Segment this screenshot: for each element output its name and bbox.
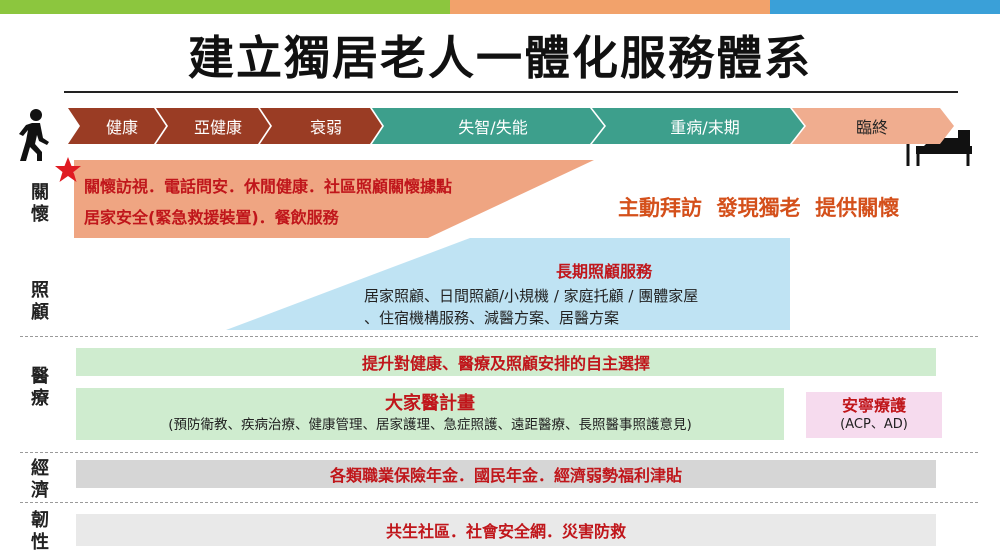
care-line-2: 居家安全(緊急救援裝置)．餐飲服務 (84, 208, 339, 227)
separator-3 (20, 502, 978, 503)
resilience-text: 共生社區．社會安全網．災害防救 (385, 522, 626, 541)
longterm-title: 長期照顧服務 (556, 262, 653, 281)
hospice-detail: (ACP、AD) (840, 417, 908, 432)
medical-choice-text: 提升對健康、醫療及照顧安排的自主選擇 (361, 354, 650, 373)
longterm-line-1: 居家照顧、日間照顧/小規機 / 家庭托顧 / 團體家屋 (364, 287, 699, 305)
stage-arrow-5 (592, 108, 804, 144)
stage-arrow-6 (792, 108, 954, 144)
stage-label-5: 重病/末期 (670, 118, 740, 137)
stage-label-1: 健康 (105, 118, 138, 137)
stage-arrow-2 (156, 108, 270, 144)
family-doctor-plan-box: 大家醫計畫 (預防衛教、疾病治療、健康管理、居家護理、急症照護、遠距醫療、長照醫… (76, 388, 784, 440)
row-label-care: 關懷 (31, 182, 49, 225)
stage-arrow-3 (260, 108, 382, 144)
walking-person-icon (19, 109, 49, 161)
top-strip-blue (770, 0, 1000, 14)
separator-2 (20, 452, 978, 453)
top-strip-orange (450, 0, 770, 14)
title-underline (64, 91, 958, 93)
stage-label-6: 臨終 (855, 118, 888, 137)
longterm-line-2: 、住宿機構服務、減醫方案、居醫方案 (364, 309, 620, 327)
stage-label-2: 亞健康 (193, 118, 242, 137)
hospice-box: 安寧療護 (ACP、AD) (806, 392, 942, 438)
resilience-bar: 共生社區．社會安全網．災害防救 (76, 514, 936, 546)
separator-1 (20, 336, 978, 337)
hospice-title: 安寧療護 (841, 396, 906, 415)
care-line-1: 關懷訪視．電話問安．休閒健康．社區照顧關懷據點 (84, 177, 453, 196)
page-title: 建立獨居老人一體化服務體系 (188, 31, 812, 85)
care-slogan: 主動拜訪 發現獨老 提供關懷 (618, 196, 900, 220)
row-label-resilience: 韌性 (31, 510, 49, 553)
stage-arrow-4 (372, 108, 604, 144)
family-doctor-plan-title: 大家醫計畫 (385, 393, 475, 414)
row-label-medical: 醫療 (31, 366, 49, 409)
stage-arrow-1 (68, 108, 166, 144)
stage-label-4: 失智/失能 (458, 118, 528, 137)
family-doctor-plan-detail: (預防衛教、疾病治療、健康管理、居家護理、急症照護、遠距醫療、長照醫事照護意見) (168, 417, 692, 433)
top-strip-green (0, 0, 450, 14)
row-label-economy: 經濟 (31, 458, 49, 501)
stage-label-3: 衰弱 (309, 118, 342, 137)
star-icon (55, 157, 81, 182)
economy-bar: 各類職業保險年金．國民年金．經濟弱勢福利津貼 (76, 460, 936, 488)
economy-text: 各類職業保險年金．國民年金．經濟弱勢福利津貼 (329, 466, 682, 485)
row-label-longterm: 照顧 (31, 280, 49, 323)
medical-choice-bar: 提升對健康、醫療及照顧安排的自主選擇 (76, 348, 936, 376)
